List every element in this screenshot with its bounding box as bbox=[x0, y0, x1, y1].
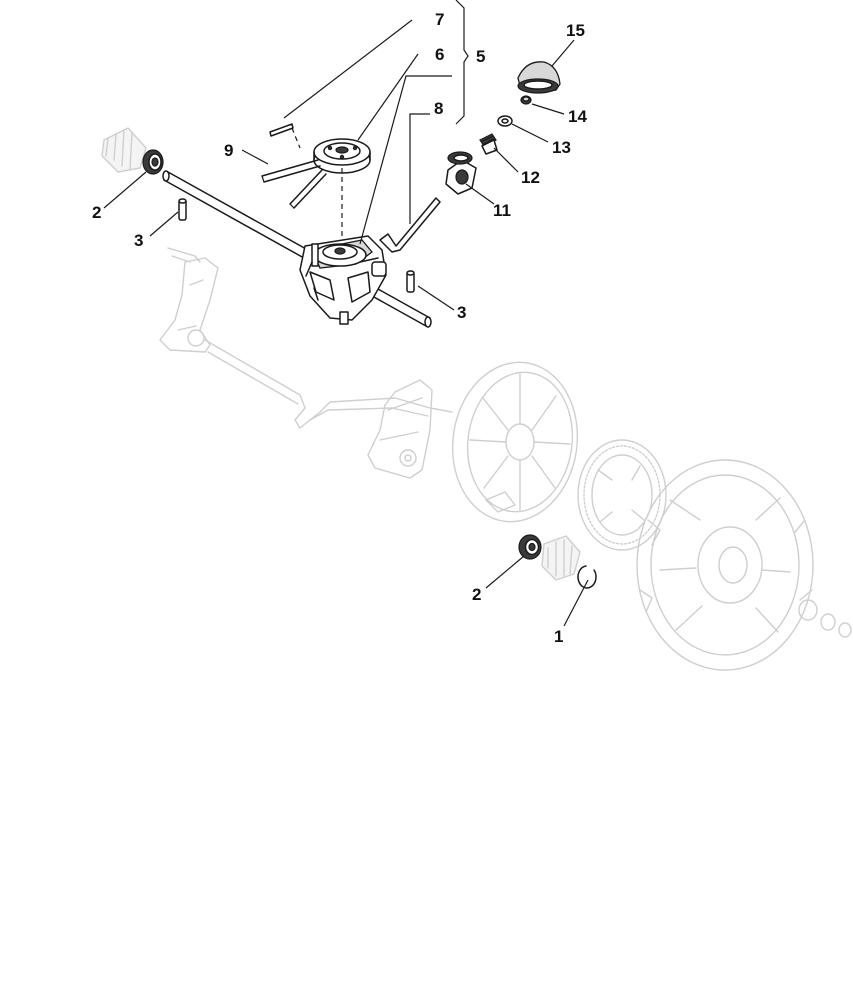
key-pin bbox=[269, 123, 294, 137]
nut bbox=[520, 95, 532, 105]
callout-7: 7 bbox=[435, 10, 444, 29]
callout-2-right: 2 bbox=[472, 585, 481, 604]
callout-8: 8 bbox=[434, 99, 443, 118]
spring bbox=[479, 133, 498, 155]
drive-gear-ring-ghost bbox=[577, 439, 667, 551]
callout-14: 14 bbox=[568, 107, 587, 126]
callout-9: 9 bbox=[224, 141, 233, 160]
callout-2-left: 2 bbox=[92, 203, 101, 222]
washer bbox=[497, 115, 513, 127]
callout-1: 1 bbox=[554, 627, 563, 646]
rear-wheel-ghost bbox=[636, 459, 852, 671]
callout-3-right: 3 bbox=[457, 303, 466, 322]
drive-rod bbox=[379, 197, 441, 253]
pinion-gear-left bbox=[101, 127, 147, 173]
pin-left bbox=[178, 198, 187, 221]
assembly-guide-lines bbox=[291, 127, 343, 238]
mower-frame-ghost bbox=[159, 247, 453, 479]
pulley bbox=[313, 138, 371, 174]
drive-belt bbox=[261, 159, 327, 209]
callout-numbers: 7 6 5 8 9 2 3 3 11 12 13 14 15 2 1 bbox=[92, 10, 587, 646]
wheel-cover-ghost bbox=[451, 361, 579, 523]
bearing-left bbox=[142, 149, 164, 175]
leader-lines bbox=[103, 0, 589, 627]
callout-13: 13 bbox=[552, 138, 571, 157]
bearing-right bbox=[518, 534, 542, 560]
callout-3-left: 3 bbox=[134, 231, 143, 250]
gearbox bbox=[299, 235, 387, 325]
callout-6: 6 bbox=[435, 45, 444, 64]
circlip bbox=[577, 565, 597, 589]
pin-right bbox=[406, 270, 415, 293]
callout-12: 12 bbox=[521, 168, 540, 187]
pinion-gear-right bbox=[541, 535, 581, 581]
callout-11: 11 bbox=[493, 201, 511, 220]
cap bbox=[517, 61, 561, 94]
callout-5: 5 bbox=[476, 47, 485, 66]
callout-15: 15 bbox=[566, 21, 585, 40]
